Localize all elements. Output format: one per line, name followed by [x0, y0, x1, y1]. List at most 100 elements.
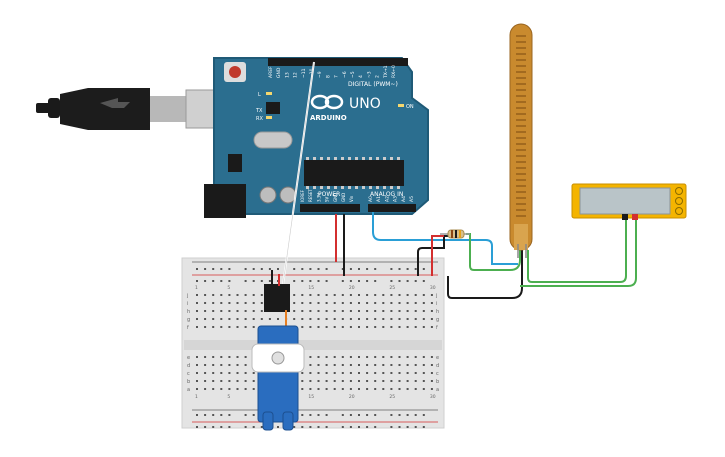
- breadboard-hole: [204, 326, 207, 328]
- l-led: [266, 92, 272, 95]
- column-number: 1: [195, 394, 198, 400]
- breadboard-hole: [430, 356, 433, 358]
- ground-wire-to-resistor[interactable]: [417, 235, 458, 276]
- display-module[interactable]: [571, 183, 687, 220]
- rail-hole: [349, 426, 352, 428]
- chip-pin: [362, 186, 365, 189]
- breadboard-hole: [422, 310, 425, 312]
- usb-icon: [100, 98, 130, 108]
- breadboard-hole: [317, 372, 320, 374]
- breadboard-hole: [196, 318, 198, 320]
- breadboard-hole: [325, 310, 328, 312]
- breadboard-hole: [268, 318, 271, 320]
- crystal-oscillator: [253, 131, 293, 149]
- chip-pin: [341, 157, 344, 160]
- analog-wire-a0[interactable]: [372, 212, 518, 265]
- chip-pin: [369, 157, 372, 160]
- rail-hole: [398, 280, 401, 282]
- breadboard-hole: [414, 372, 417, 374]
- resistor-band-1: [451, 230, 453, 238]
- column-number: 30: [430, 285, 436, 291]
- breadboard-hole: [204, 318, 207, 320]
- usb-cable[interactable]: [36, 88, 239, 130]
- rail-hole: [196, 426, 198, 428]
- breadboard-hole: [341, 302, 344, 304]
- breadboard-hole: [220, 294, 223, 296]
- breadboard-hole: [366, 380, 369, 382]
- breadboard-hole: [212, 302, 215, 304]
- rail-hole: [293, 426, 296, 428]
- servo-mount-left: [262, 411, 274, 431]
- capacitor-1: [259, 186, 277, 204]
- breadboard-hole: [293, 318, 296, 320]
- breadboard-hole: [341, 380, 344, 382]
- breadboard-hole: [301, 294, 304, 296]
- breadboard-hole: [341, 310, 344, 312]
- breadboard-hole: [358, 318, 360, 320]
- breadboard-hole: [414, 302, 417, 304]
- breadboard-hole: [430, 310, 433, 312]
- column-number: 25: [389, 394, 395, 400]
- rail-hole: [244, 280, 247, 282]
- breadboard-hole: [196, 388, 198, 390]
- breadboard-hole: [220, 356, 223, 358]
- rail-hole: [414, 426, 417, 428]
- power-wire-to-resistor[interactable]: [431, 235, 444, 276]
- breadboard-hole: [220, 388, 223, 390]
- breadboard-hole: [333, 310, 336, 312]
- chip-pin: [313, 157, 316, 160]
- analog-pin-label: A0: [368, 196, 374, 202]
- breadboard-hole: [422, 326, 425, 328]
- breadboard-hole: [430, 364, 433, 366]
- breadboard-hole: [212, 364, 215, 366]
- flex-sensor[interactable]: [509, 23, 533, 258]
- breadboard-hole: [325, 356, 328, 358]
- rail-hole: [260, 426, 263, 428]
- arduino-logo: [310, 94, 344, 110]
- rail-hole: [414, 414, 417, 416]
- breadboard-hole: [277, 318, 279, 320]
- breadboard-hole: [406, 310, 409, 312]
- flex-ground-wire[interactable]: [447, 250, 523, 299]
- breadboard-hole: [374, 356, 377, 358]
- breadboard-hole: [382, 372, 385, 374]
- power-header-label: POWER: [318, 191, 340, 198]
- rx-led: [266, 116, 272, 119]
- breadboard-hole: [212, 356, 215, 358]
- reset-button[interactable]: [229, 66, 241, 78]
- breadboard-hole: [252, 318, 255, 320]
- breadboard-hole: [244, 294, 247, 296]
- rail-hole: [220, 268, 223, 270]
- breadboard-hole: [244, 302, 247, 304]
- lcd-wire-green-2[interactable]: [520, 218, 637, 287]
- display-connector-2: [632, 214, 638, 220]
- breadboard-hole: [236, 388, 239, 390]
- breadboard-hole: [309, 380, 312, 382]
- column-number: 20: [349, 285, 355, 291]
- rail-hole: [196, 268, 198, 270]
- rail-hole: [277, 268, 279, 270]
- rail-hole: [212, 268, 215, 270]
- column-number: 5: [227, 394, 230, 400]
- servo-motor[interactable]: [251, 270, 305, 431]
- breadboard-hole: [390, 326, 393, 328]
- rail-hole: [366, 280, 369, 282]
- breadboard-hole: [358, 310, 360, 312]
- rail-hole: [228, 280, 231, 282]
- rail-hole: [358, 280, 360, 282]
- digital-pin-label: 4: [358, 75, 364, 78]
- column-number: 15: [308, 394, 314, 400]
- breadboard-hole: [228, 310, 231, 312]
- rail-hole: [422, 280, 425, 282]
- breadboard-hole: [390, 380, 393, 382]
- breadboard-hole: [422, 294, 425, 296]
- breadboard-hole: [341, 318, 344, 320]
- resistor-to-flex-wire[interactable]: [466, 233, 521, 271]
- lcd-wire-green-1[interactable]: [527, 218, 627, 283]
- breadboard-hole: [196, 380, 198, 382]
- digital-pin-label: 8: [325, 75, 331, 78]
- resistor[interactable]: [440, 229, 470, 239]
